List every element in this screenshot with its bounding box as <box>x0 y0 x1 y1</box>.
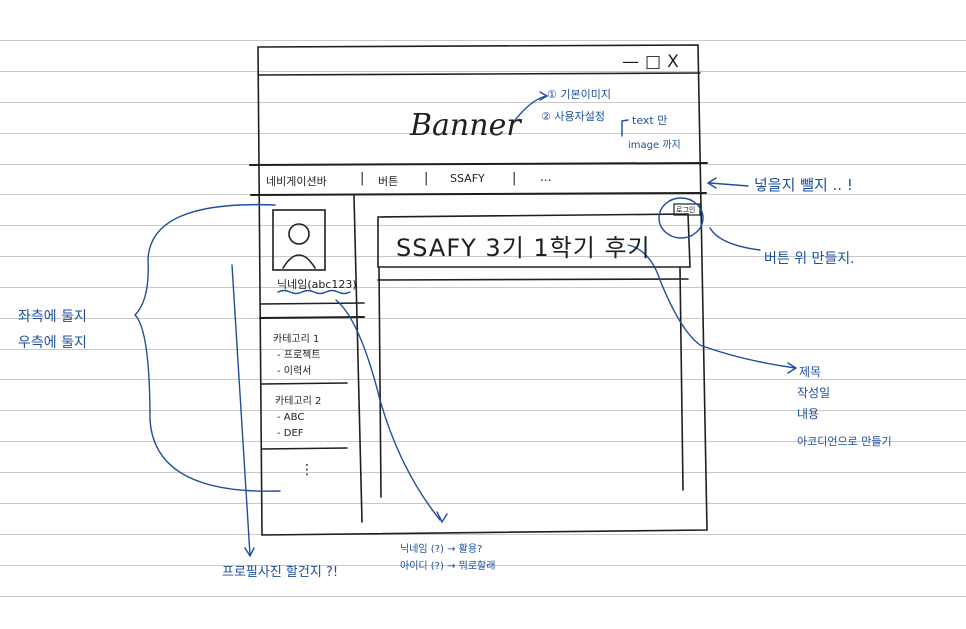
banner-note-custom: ② 사용자설정 <box>541 110 605 123</box>
nav-item-button[interactable]: 버튼 <box>378 175 399 188</box>
window-frame <box>257 44 708 536</box>
profile-photo-note: 프로필사진 할건지 ?! <box>222 565 339 580</box>
nav-item-more[interactable]: ... <box>540 170 552 184</box>
nav-divider: | <box>512 171 517 186</box>
sidebar-nickname[interactable]: 닉네임(abc123) <box>277 278 357 291</box>
sidebar-category-1[interactable]: 카테고리 1 - 프로젝트 - 이력서 <box>273 332 321 380</box>
navbar-note: 넣을지 뺄지 .. ! <box>754 176 853 194</box>
minimize-icon[interactable]: — <box>622 52 645 72</box>
nickname-note: 닉네임 (?) → 활용? 아이디 (?) → 뭐로할래 <box>400 544 496 572</box>
category-item[interactable]: - 이력서 <box>277 366 312 377</box>
category-item[interactable]: - 프로젝트 <box>277 350 321 361</box>
nav-item-ssafy[interactable]: SSAFY <box>450 172 485 185</box>
nav-divider: | <box>360 171 365 186</box>
sidebar-more: ⋮ <box>300 462 314 478</box>
banner-option-image: image 까지 <box>628 140 681 151</box>
banner-option-text: text 만 <box>632 114 668 127</box>
sidebar-position-note: 좌측에 둘지 우측에 둘지 <box>18 309 87 351</box>
category-item[interactable]: - ABC <box>277 412 305 423</box>
login-button[interactable]: 로그인 <box>676 206 696 214</box>
window-controls[interactable]: —□X <box>622 52 685 72</box>
button-note: 버튼 위 만들지. <box>764 251 855 267</box>
profile-photo-box <box>272 209 326 271</box>
category-title[interactable]: 카테고리 1 <box>273 334 320 345</box>
banner-label: Banner <box>410 108 521 143</box>
post-fields-note: 제목 작성일 내용 아코디언으로 만들기 <box>797 365 892 448</box>
nav-item-navigation[interactable]: 네비게이션바 <box>266 175 327 188</box>
login-button-box <box>673 203 701 216</box>
maximize-icon[interactable]: □ <box>645 52 668 72</box>
close-icon[interactable]: X <box>667 52 685 72</box>
banner-note-default: ① 기본이미지 <box>547 88 611 101</box>
category-title[interactable]: 카테고리 2 <box>275 396 322 407</box>
category-item[interactable]: - DEF <box>277 428 304 439</box>
sidebar-category-2[interactable]: 카테고리 2 - ABC - DEF <box>275 394 321 442</box>
content-panel <box>377 213 691 268</box>
post-title[interactable]: SSAFY 3기 1학기 후기 <box>396 234 651 262</box>
nav-divider: | <box>424 171 429 186</box>
